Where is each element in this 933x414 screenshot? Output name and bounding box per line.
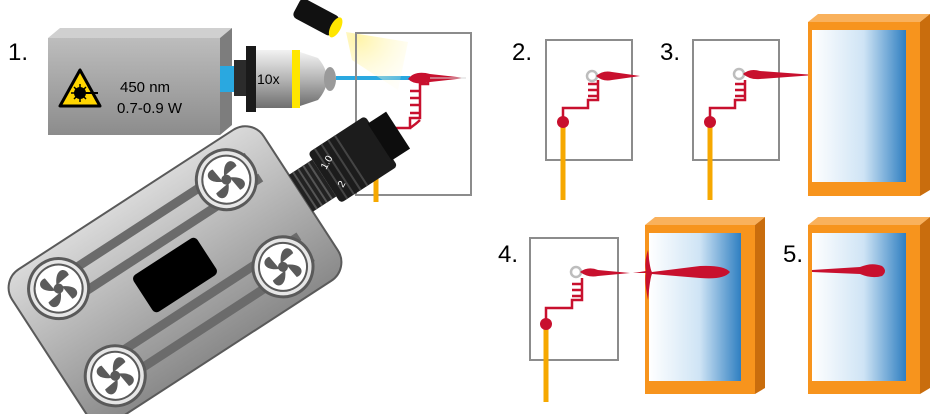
step-2-frame bbox=[545, 39, 633, 161]
step-4-number: 4. bbox=[498, 241, 518, 268]
step-4-deposited-fiber bbox=[633, 250, 730, 300]
step-3-fiber bbox=[704, 67, 820, 200]
step-5-deposited-fiber bbox=[812, 264, 885, 278]
lens-scale-label-2: 2 bbox=[336, 179, 349, 190]
laser-source: 450 nm 0.7-0.9 W bbox=[48, 28, 232, 135]
step-4-frame bbox=[529, 237, 619, 361]
step-2-number: 2. bbox=[512, 39, 532, 66]
step-3-frame bbox=[692, 39, 780, 161]
laser-wavelength: 450 nm bbox=[120, 79, 170, 96]
objective-magnification: 10x bbox=[257, 71, 280, 87]
laser-power: 0.7-0.9 W bbox=[117, 100, 183, 117]
objective-lens: 10x bbox=[220, 46, 336, 112]
step-4-substrate bbox=[645, 217, 765, 394]
step-5-substrate bbox=[808, 217, 930, 394]
step-1-frame bbox=[355, 32, 472, 196]
step-2-fiber bbox=[557, 69, 640, 200]
step-5-number: 5. bbox=[783, 241, 803, 268]
step-3-substrate bbox=[808, 14, 930, 196]
step-3-number: 3. bbox=[660, 39, 680, 66]
laser-warning-icon bbox=[58, 68, 102, 108]
step-4-fiber bbox=[540, 265, 630, 402]
microscope-camera: 1.0 2 bbox=[7, 111, 411, 414]
illumination-lamp bbox=[293, 0, 408, 90]
step-1-number: 1. bbox=[8, 39, 28, 66]
